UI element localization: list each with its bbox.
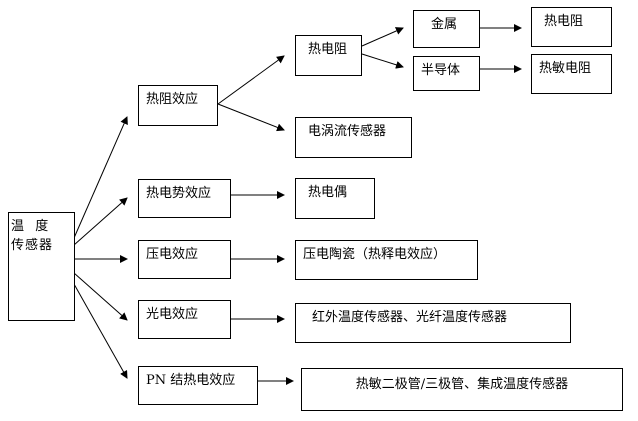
arrow-thermo-resist-thermistor (217, 55, 285, 105)
sensor-eddy-current-label: 电涡流传感器 (308, 124, 387, 139)
effect-thermo-resist-label: 热阻效应 (146, 92, 199, 107)
effect-thermo-emf: 热电势效应 (138, 179, 231, 218)
sensor-pn-junction-label: 热敏二极管/三极管、集成温度传感器 (355, 377, 569, 392)
effect-thermo-resist: 热阻效应 (138, 85, 218, 126)
root-node-temperature-sensor: 温 度 传感器 (8, 212, 75, 321)
root-label-line2: 传感器 (11, 238, 54, 253)
sensor-thermocouple: 热电偶 (295, 178, 375, 219)
effect-pn: PN 结热电效应 (138, 366, 258, 405)
effect-piezo-label: 压电效应 (146, 247, 199, 262)
sensor-thermistor-parent-label: 热电阻 (308, 42, 348, 57)
arrow-root-thermo-resist (73, 116, 128, 239)
arrow-thermo-resist-eddy (217, 103, 285, 132)
arrow-root-photo (73, 272, 128, 321)
root-label-line1: 温 度 (11, 219, 50, 234)
sensor-piezo-ceramic: 压电陶瓷（热释电效应） (295, 240, 478, 280)
effect-thermo-emf-label: 热电势效应 (146, 186, 212, 201)
effect-piezo: 压电效应 (138, 240, 231, 279)
sensor-infrared-fiber: 红外温度传感器、光纤温度传感器 (295, 303, 571, 343)
sensor-thermistor-parent: 热电阻 (295, 35, 362, 76)
arrow-thermistor-semi (361, 53, 404, 69)
leaf-metal-thermistor-label: 热电阻 (544, 14, 584, 29)
leaf-semi-thermistor: 热敏电阻 (531, 54, 612, 94)
sensor-pn-junction: 热敏二极管/三极管、集成温度传感器 (301, 368, 623, 411)
effect-photo-label: 光电效应 (146, 307, 199, 322)
effect-pn-label: PN 结热电效应 (146, 373, 236, 388)
sensor-eddy-current: 电涡流传感器 (295, 117, 412, 158)
material-metal-label: 金属 (431, 17, 458, 32)
arrow-root-pn (73, 283, 128, 379)
material-metal: 金属 (413, 10, 480, 48)
arrow-thermistor-metal (361, 27, 404, 47)
sensor-infrared-fiber-label: 红外温度传感器、光纤温度传感器 (312, 310, 508, 325)
material-semiconductor: 半导体 (413, 56, 480, 91)
sensor-thermocouple-label: 热电偶 (308, 185, 348, 200)
leaf-metal-thermistor: 热电阻 (531, 7, 612, 47)
effect-photo: 光电效应 (138, 300, 231, 339)
arrow-root-thermo-emf (73, 197, 128, 246)
material-semiconductor-label: 半导体 (421, 63, 461, 78)
sensor-piezo-ceramic-label: 压电陶瓷（热释电效应） (303, 247, 447, 262)
leaf-semi-thermistor-label: 热敏电阻 (539, 61, 592, 76)
